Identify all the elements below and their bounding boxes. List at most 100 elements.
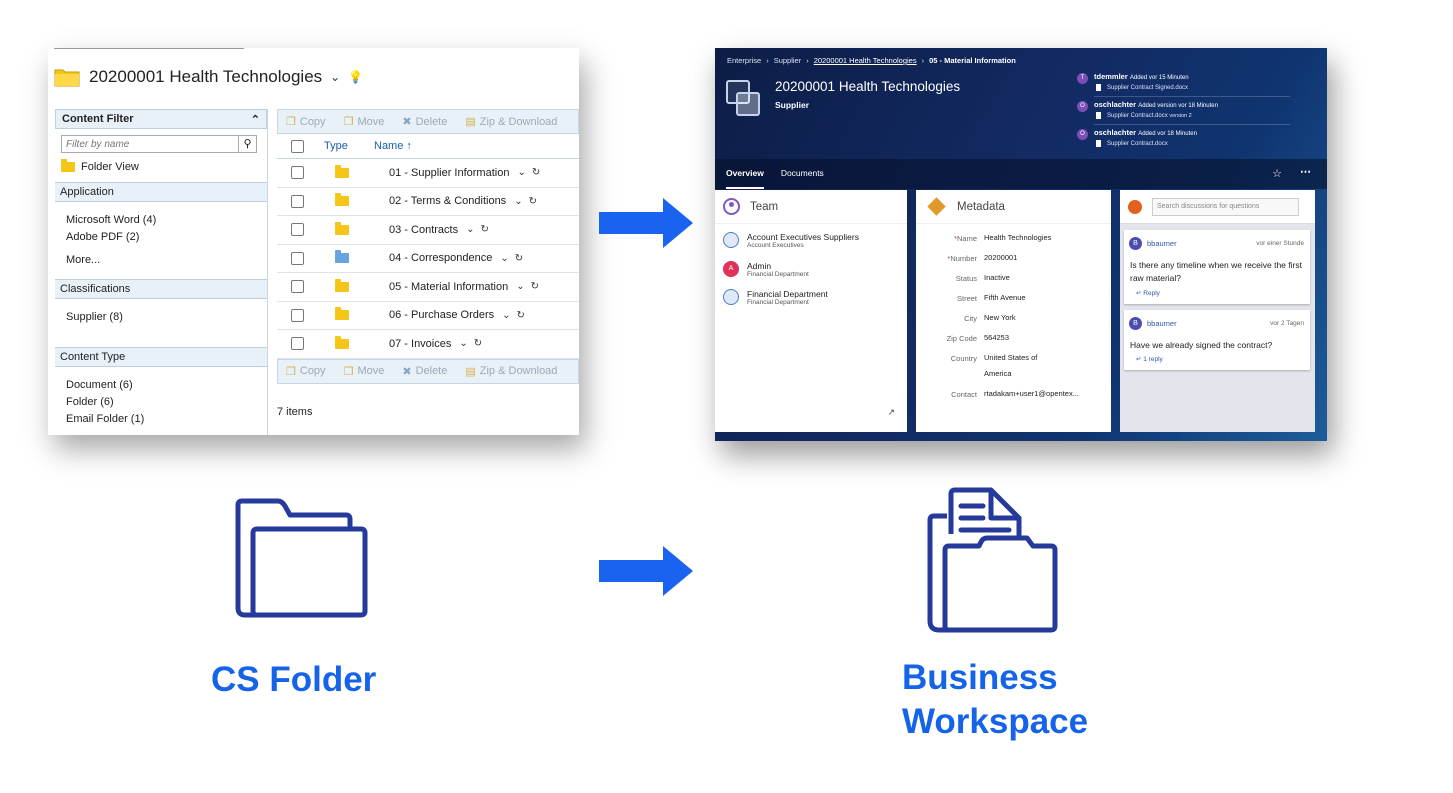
chevron-down-icon[interactable]: ⌄ [502, 309, 511, 321]
team-member[interactable]: Financial Department Financial Departmen… [715, 285, 907, 314]
table-row[interactable]: 06 - Purchase Orders ⌄ ↻ [277, 302, 579, 330]
column-name[interactable]: Name ↑ [374, 140, 412, 152]
row-checkbox[interactable] [291, 280, 304, 294]
copy-button[interactable]: ❐Copy [286, 365, 326, 378]
folder-view-link[interactable]: Folder View [61, 159, 267, 173]
move-button[interactable]: ❐Move [343, 365, 385, 378]
chevron-down-icon[interactable]: ⌄ [330, 70, 341, 84]
tab-overview[interactable]: Overview [726, 159, 764, 189]
discussion-post[interactable]: B bbaumer vor 2 Tagen Have we already si… [1124, 310, 1310, 370]
chevron-down-icon[interactable]: ⌄ [516, 281, 525, 293]
document-link[interactable]: Supplier Contract Signed.docx [1096, 84, 1188, 91]
table-row[interactable]: 03 - Contracts ⌄ ↻ [277, 216, 579, 245]
section-header[interactable]: Application [55, 182, 267, 202]
filter-by-name-input[interactable] [62, 136, 238, 152]
select-all-checkbox[interactable] [291, 139, 304, 153]
document-link[interactable]: Supplier Contract.docx [1096, 140, 1168, 147]
filter-item[interactable]: Email Folder (1) [66, 413, 145, 425]
row-name[interactable]: 02 - Terms & Conditions [389, 195, 507, 208]
metadata-value[interactable]: Inactive [984, 273, 1010, 282]
zip-download-button[interactable]: ▤Zip & Download [465, 115, 558, 129]
content-filter-header[interactable]: Content Filter ⌃ [55, 109, 267, 129]
filter-item[interactable]: Folder (6) [66, 396, 114, 408]
breadcrumb-item[interactable]: Supplier [773, 56, 802, 65]
metadata-value[interactable]: New York [984, 313, 1016, 322]
row-checkbox[interactable] [291, 194, 304, 208]
refresh-icon[interactable]: ↻ [516, 309, 525, 321]
lightbulb-icon[interactable]: 💡 [348, 70, 364, 84]
filter-item[interactable]: Document (6) [66, 379, 133, 391]
table-row[interactable]: 05 - Material Information ⌄ ↻ [277, 273, 579, 302]
team-member[interactable]: A Admin Financial Department [715, 257, 907, 286]
star-icon[interactable]: ☆ [1272, 168, 1282, 180]
breadcrumb-item[interactable]: 20200001 Health Technologies [813, 56, 917, 65]
replies-link[interactable]: ↵ 1 reply [1136, 356, 1163, 363]
metadata-value[interactable]: United States of America [984, 353, 1038, 378]
table-row[interactable]: 07 - Invoices ⌄ ↻ [277, 330, 579, 359]
refresh-icon[interactable]: ↻ [530, 281, 539, 293]
team-member[interactable]: Account Executives Suppliers Account Exe… [715, 228, 907, 257]
discussion-search-input[interactable]: Search discussions for questions [1152, 197, 1299, 216]
delete-button[interactable]: ✖Delete [402, 365, 448, 378]
zip-icon: ▤ [465, 365, 476, 378]
row-name[interactable]: 06 - Purchase Orders [389, 309, 495, 322]
row-checkbox[interactable] [291, 308, 304, 322]
row-name[interactable]: 04 - Correspondence [389, 252, 493, 265]
widget-title: Metadata [957, 200, 1005, 213]
external-link-icon[interactable]: ↗ [887, 407, 895, 417]
tab-documents[interactable]: Documents [780, 168, 824, 178]
filter-item[interactable]: Microsoft Word (4) [66, 214, 157, 226]
reply-button[interactable]: ↵ Reply [1136, 290, 1160, 297]
filter-item[interactable]: Supplier (8) [66, 311, 123, 323]
row-name[interactable]: 05 - Material Information [389, 280, 509, 293]
more-icon[interactable]: ⋯ [1300, 166, 1311, 178]
chevron-down-icon[interactable]: ⌄ [500, 252, 509, 264]
activity-item[interactable]: T tdemmler Added vor 15 Minuten Supplier… [1077, 72, 1292, 100]
chevron-down-icon[interactable]: ⌄ [517, 167, 526, 179]
metadata-value[interactable]: Health Technologies [984, 233, 1052, 242]
table-row[interactable]: 01 - Supplier Information ⌄ ↻ [277, 159, 579, 188]
metadata-value[interactable]: rtadakam+user1@opentex... [984, 389, 1079, 398]
delete-button[interactable]: ✖Delete [402, 115, 448, 129]
discussion-post[interactable]: B bbaumer vor einer Stunde Is there any … [1124, 230, 1310, 304]
column-type[interactable]: Type [324, 140, 348, 152]
table-row[interactable]: 02 - Terms & Conditions ⌄ ↻ [277, 188, 579, 216]
row-checkbox[interactable] [291, 337, 304, 351]
metadata-value[interactable]: Fifth Avenue [984, 293, 1026, 302]
metadata-value[interactable]: 20200001 [984, 253, 1018, 262]
chevron-down-icon[interactable]: ⌄ [466, 224, 475, 236]
refresh-icon[interactable]: ↻ [528, 195, 537, 207]
chevron-up-icon[interactable]: ⌃ [250, 114, 260, 126]
delete-icon: ✖ [402, 365, 412, 378]
table-row[interactable]: 04 - Correspondence ⌄ ↻ [277, 245, 579, 273]
row-checkbox[interactable] [291, 251, 304, 265]
post-author[interactable]: bbaumer [1147, 239, 1177, 248]
search-icon[interactable]: ⚲ [238, 136, 256, 152]
breadcrumb-item[interactable]: Enterprise [727, 56, 762, 65]
activity-item[interactable]: O oschlachter Added vor 18 Minuten Suppl… [1077, 128, 1292, 156]
refresh-icon[interactable]: ↻ [480, 224, 489, 236]
zip-download-button[interactable]: ▤Zip & Download [465, 365, 558, 378]
row-name[interactable]: 03 - Contracts [389, 223, 459, 236]
post-author[interactable]: bbaumer [1147, 319, 1177, 328]
section-header[interactable]: Content Type [55, 347, 267, 367]
row-checkbox[interactable] [291, 223, 304, 237]
metadata-value[interactable]: 564253 [984, 333, 1010, 342]
chevron-down-icon[interactable]: ⌄ [514, 195, 523, 207]
refresh-icon[interactable]: ↻ [514, 252, 524, 264]
row-name[interactable]: 07 - Invoices [389, 337, 452, 350]
section-header[interactable]: Classifications [55, 279, 267, 299]
refresh-icon[interactable]: ↻ [531, 167, 541, 179]
refresh-icon[interactable]: ↻ [473, 338, 483, 350]
more-link[interactable]: More... [66, 254, 101, 266]
document-link[interactable]: Supplier Contract.docx version 2 [1096, 112, 1192, 119]
activity-item[interactable]: O oschlachter Added version vor 18 Minut… [1077, 100, 1292, 128]
filter-item[interactable]: Adobe PDF (2) [66, 231, 140, 243]
move-button[interactable]: ❐Move [343, 115, 385, 129]
chevron-down-icon[interactable]: ⌄ [459, 338, 468, 350]
row-name[interactable]: 01 - Supplier Information [389, 166, 510, 179]
row-checkbox[interactable] [291, 166, 304, 180]
copy-button[interactable]: ❐Copy [286, 115, 326, 129]
arrow-right-icon [599, 546, 694, 596]
workspace-icon [726, 80, 764, 116]
